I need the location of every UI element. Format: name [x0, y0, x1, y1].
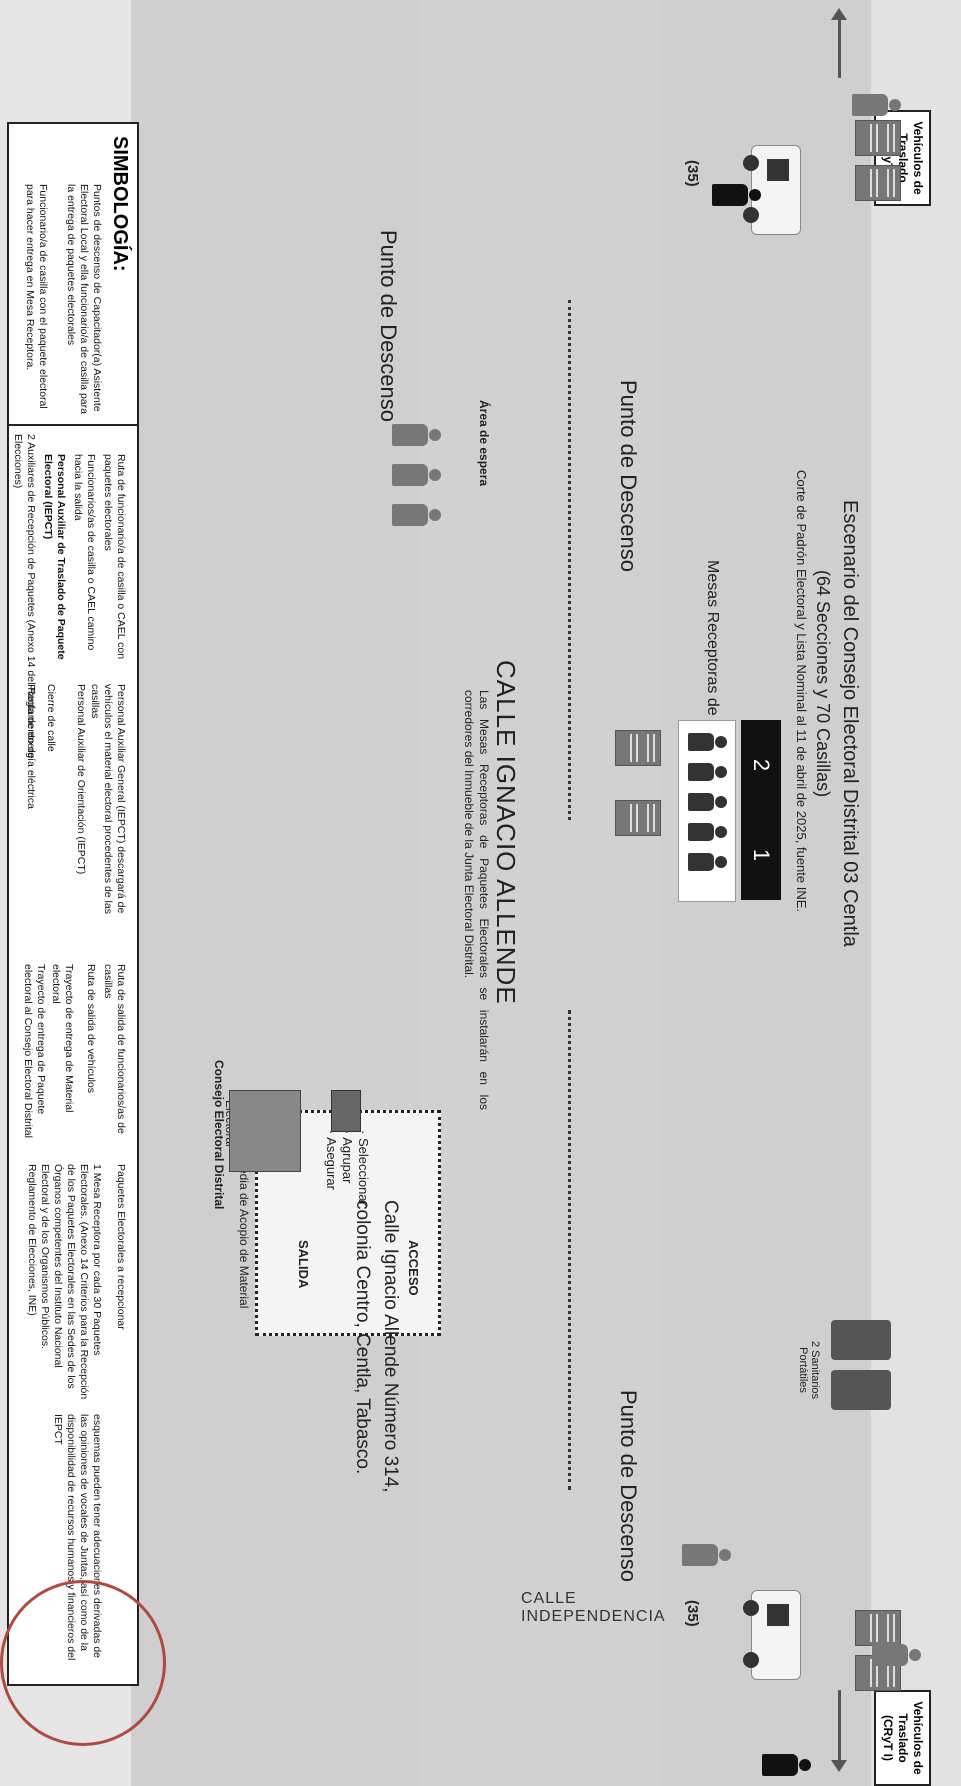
legend-item: Trayecto de entrega de Paquete electoral… [22, 964, 47, 1138]
legend-item: Funcionario/a de casilla con el paquete … [24, 184, 49, 409]
official-seal-icon [0, 1580, 166, 1746]
legend-item: Personal Auxiliar de Traslado de Paquete… [42, 454, 67, 660]
legend-item: Ruta de salida de vehículos [85, 964, 97, 1093]
drop-line [568, 300, 571, 820]
title-line3: Corte de Padrón Electoral y Lista Nomina… [794, 470, 809, 913]
acopio-step: · Seleccionar [356, 1130, 371, 1206]
drop-point-left: Punto de Descenso [616, 1390, 641, 1583]
street-label-ignacio-allende: CALLE IGNACIO ALLENDE [491, 660, 521, 1005]
legend-item: Paquetes Electorales a recepcionar [115, 1164, 127, 1330]
package-stack-icon [855, 120, 901, 156]
consejo-label: Consejo Electoral Distrital [212, 1060, 226, 1210]
legend-title: SIMBOLOGÍA: [109, 136, 131, 272]
legend-item: 1 Mesa Receptora por cada 30 Paquetes El… [26, 1164, 103, 1400]
drop-line [568, 1010, 571, 1490]
acopio-step: · Asegurar [324, 1130, 339, 1190]
acopio-step: · Agrupar [340, 1130, 355, 1184]
title-line2: (64 Secciones y 70 Casillas) [813, 570, 833, 798]
arrow-left-icon [831, 8, 847, 20]
staff-icon [687, 731, 727, 753]
iepct-logo-icon [767, 159, 789, 181]
address-line2: colonia Centro, Centla, Tabasco. [352, 1200, 373, 1475]
legend-item: Personal Auxiliar de Orientación (IEPCT) [75, 684, 87, 875]
vehicle-count-left: (35) [684, 1600, 701, 1627]
legend-item: Cierre de calle [45, 684, 57, 752]
legend-item: Trayecto de entrega de Material electora… [50, 964, 75, 1113]
legend-item: Ruta de salida de funcionarios/as de cas… [102, 964, 127, 1134]
vehicles-box-left: Vehículos de Traslado (CRyT I) [874, 1690, 931, 1786]
arrow-right-icon [831, 1760, 847, 1772]
portable-toilet-icon [831, 1320, 891, 1360]
waiting-person-icon [391, 420, 441, 450]
acopio-exit-label: SALIDA [296, 1240, 311, 1289]
staff-icon [687, 761, 727, 783]
person-icon [851, 90, 901, 120]
iepct-logo-icon [767, 1604, 789, 1626]
traffic-arrow-left-top [838, 18, 841, 78]
waiting-person-icon [391, 460, 441, 490]
mesas-note: Las Mesas Receptoras de Paquetes Elector… [462, 690, 491, 1110]
person-icon [761, 1750, 811, 1780]
drop-point-right: Punto de Descenso [376, 230, 401, 423]
staff-icon [687, 851, 727, 873]
vehicle-count-right: (35) [684, 160, 701, 187]
package-stack-icon [615, 800, 661, 836]
power-plant-icon [331, 1090, 361, 1132]
drop-point-middle: Punto de Descenso [616, 380, 641, 573]
title-line1: Escenario del Consejo Electoral Distrita… [839, 500, 861, 947]
address-line1: Calle Ignacio Allende Número 314, [380, 1200, 401, 1493]
building-icon [229, 1090, 301, 1172]
acopio-access-label: ACCESO [406, 1240, 421, 1296]
person-icon [871, 1640, 921, 1670]
person-icon [681, 1540, 731, 1570]
package-stack-icon [615, 730, 661, 766]
legend-item: Personal Auxiliar General (IEPCT) descar… [89, 684, 127, 914]
espera-label: Área de espera [477, 400, 491, 487]
portable-toilet-icon [831, 1370, 891, 1410]
staff-icon [687, 791, 727, 813]
legend-item: Planta de energía eléctrica [25, 684, 37, 809]
person-icon [711, 180, 761, 210]
mesa-staff-row [678, 720, 736, 902]
legend: SIMBOLOGÍA: Puntos de descenso de Capaci… [7, 122, 139, 1686]
legend-item: Puntos de descenso de Capacitador(a) Asi… [65, 184, 103, 414]
acopio-steps: · Seleccionar · Agrupar · Asegurar [323, 1130, 371, 1206]
legend-divider [9, 424, 137, 426]
legend-item: Ruta de funcionario/a de casilla o CAEL … [102, 454, 127, 660]
package-stack-icon [855, 165, 901, 201]
transport-van-left [741, 1590, 811, 1685]
staff-icon [687, 821, 727, 843]
street-independencia [871, 0, 961, 1786]
mesa-2: 2 [741, 720, 781, 810]
traffic-arrow-right-top [838, 1690, 841, 1760]
legend-item: Funcionarios/as de casilla o CAEL camino… [72, 454, 97, 651]
waiting-person-icon [391, 500, 441, 530]
sanitarios-label: 2 Sanitarios Portátiles [797, 1340, 821, 1400]
mesa-1: 1 [741, 810, 781, 900]
